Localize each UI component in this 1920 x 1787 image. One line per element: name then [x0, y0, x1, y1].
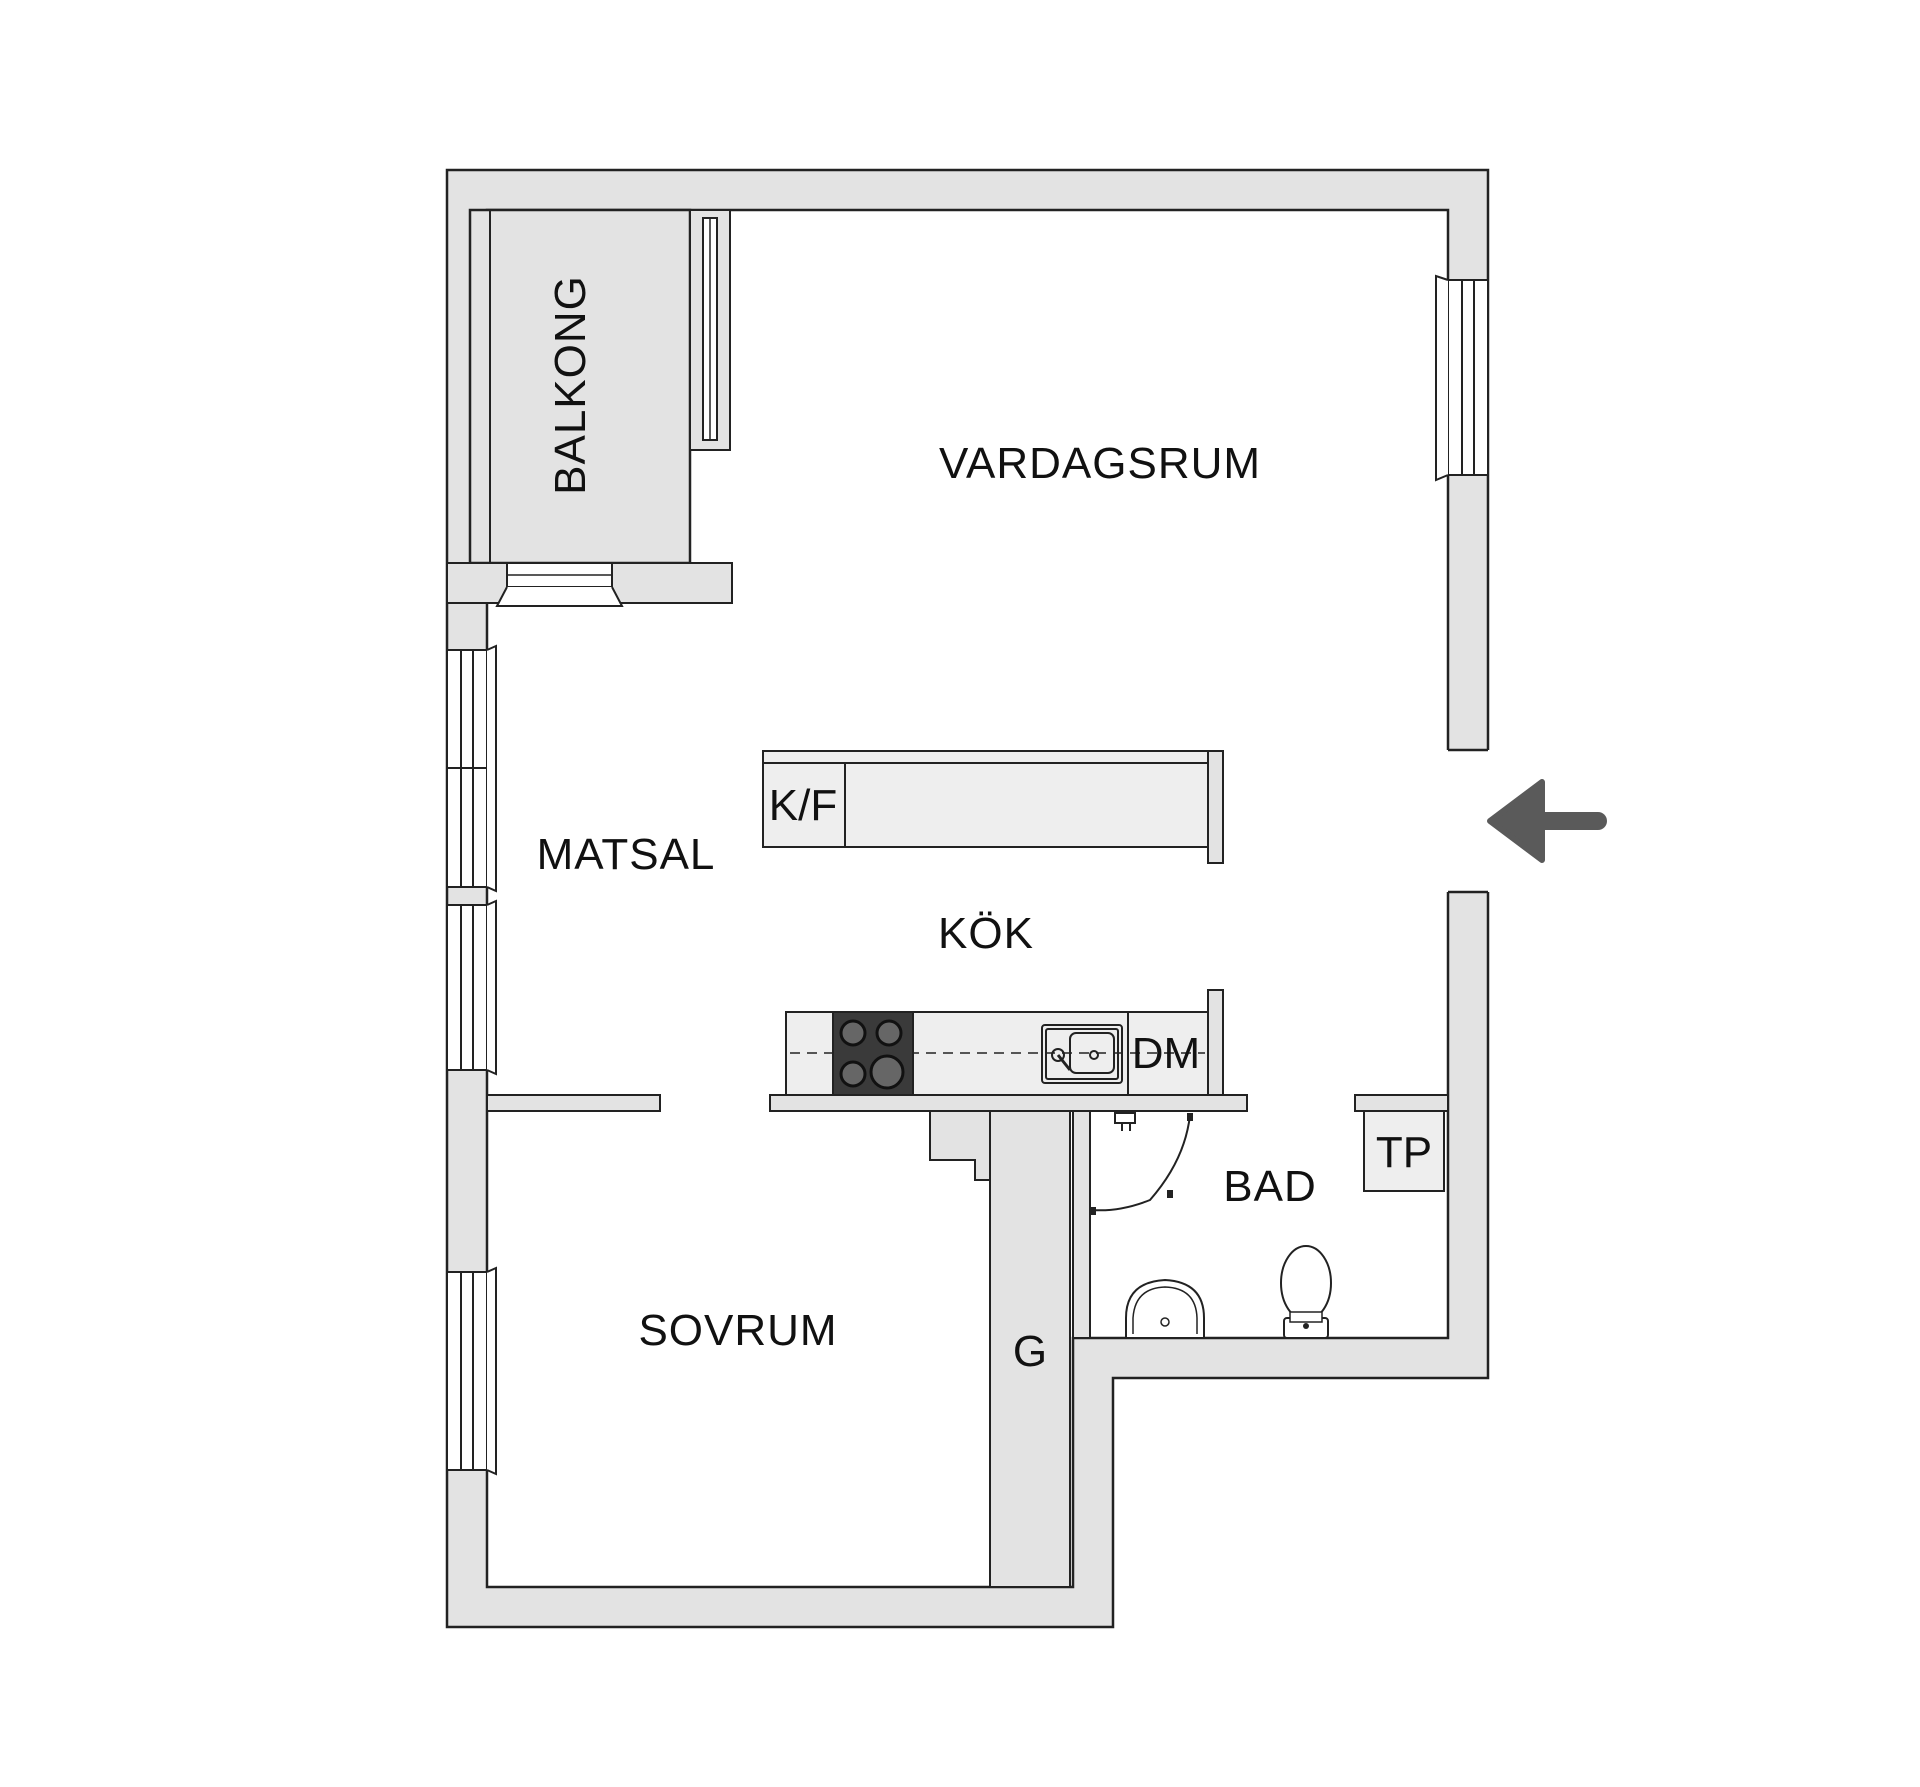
bathroom-fixtures: [1090, 1110, 1445, 1339]
wardrobe-label: G: [1013, 1327, 1047, 1376]
washer-dryer-label: TP: [1376, 1128, 1432, 1177]
entrance-arrow-icon: [1487, 779, 1607, 863]
vardagsrum-label: VARDAGSRUM: [939, 439, 1261, 488]
sovrum-label: SOVRUM: [638, 1306, 837, 1355]
balkong-label: BALKONG: [546, 275, 595, 495]
kok-label: KÖK: [938, 909, 1034, 958]
dishwasher-label: DM: [1132, 1029, 1200, 1078]
matsal-label: MATSAL: [537, 830, 716, 879]
shower-head-icon: [1114, 1112, 1136, 1131]
bad-label: BAD: [1223, 1162, 1316, 1211]
kitchen-island: [762, 750, 1224, 864]
balcony: [446, 208, 733, 607]
sink-icon: [1041, 1024, 1123, 1084]
windows: [446, 274, 1489, 1476]
fridge-freezer-label: K/F: [769, 781, 837, 830]
stove-icon: [832, 1011, 914, 1096]
washbasin-icon: [1125, 1278, 1205, 1339]
interior-walls: [486, 1094, 1449, 1588]
entrance-door-opening: [1446, 750, 1490, 892]
toilet-icon: [1280, 1245, 1332, 1339]
shower-curtain-icon: [1091, 1114, 1191, 1212]
